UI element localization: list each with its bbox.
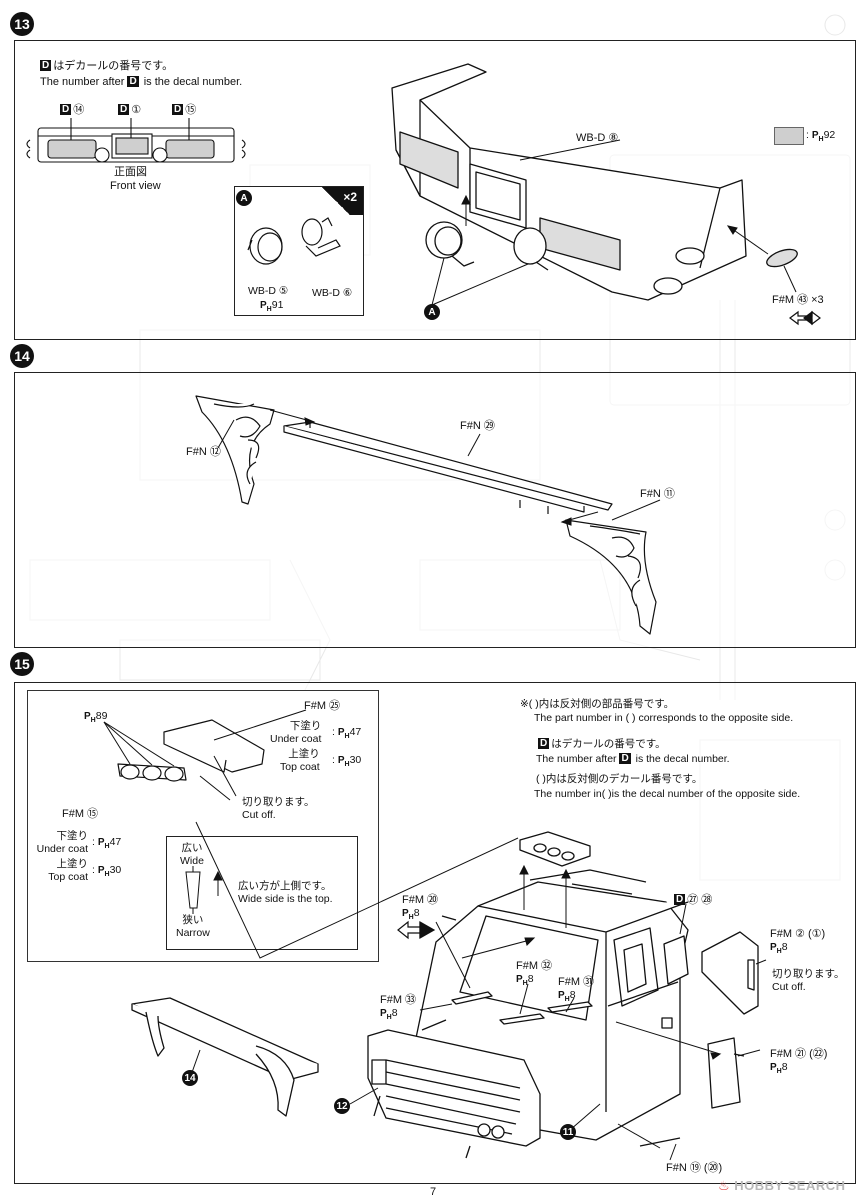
lights-part-label: F#M ⑮	[62, 808, 99, 820]
mirror-cut-off: 切り取ります。 Cut off.	[772, 968, 845, 993]
step-15-number: 15	[10, 652, 34, 676]
flame-icon: ♨	[718, 1178, 731, 1193]
ref-12-badge: 12	[334, 1098, 350, 1114]
note1-jp: ※( )内は反対側の部品番号です。	[520, 698, 675, 710]
ref-11-badge: 11	[560, 1124, 576, 1140]
wide-label: 広い Wide	[180, 842, 204, 867]
note3-en: The number in( )is the decal number of t…	[534, 788, 801, 800]
part-2-label: F#M ② (①) PH8	[770, 928, 826, 955]
visor-part-label: F#M ㉕	[304, 700, 341, 712]
decal-letter-box: D	[40, 60, 52, 71]
visor-cut-off: 切り取ります。 Cut off.	[242, 796, 315, 821]
note3-jp: ( )内は反対側のデカール番号です。	[536, 773, 703, 785]
inset-paint-left: PH91	[260, 299, 284, 313]
inset-decal-left: WB-D ⑤	[248, 285, 289, 297]
part-20-label: F#M ⑳ PH8	[402, 894, 439, 921]
step14-left-bracket-label: F#N ⑫	[186, 446, 221, 458]
part-21-label: F#M ㉑ (㉒) PH8	[770, 1048, 828, 1075]
marker-lamp-label: F#M ㊸ ×3	[772, 294, 824, 306]
bumper-decal-label: WB-D ⑧	[576, 132, 619, 144]
multiplier-badge: ×2	[309, 187, 363, 215]
part-33-label: F#M ㉝ PH8	[380, 994, 417, 1021]
lights-topcoat: 上塗り Top coat	[48, 858, 88, 883]
step13-decal-note-en: The number after D is the decal number.	[40, 76, 243, 88]
callout-a-badge: A	[424, 304, 440, 320]
watermark-logo: ♨ HOBBY SEARCH	[718, 1178, 846, 1193]
narrow-label: 狭い Narrow	[176, 914, 210, 939]
wide-top-note: 広い方が上側です。 Wide side is the top.	[238, 880, 333, 905]
ref-14-badge: 14	[182, 1070, 198, 1086]
lights-undercoat-paint: : PH47	[92, 836, 122, 850]
page-number: 7	[430, 1186, 437, 1198]
paint-swatch	[774, 127, 804, 145]
front-view-label-jp: 正面図	[114, 166, 147, 178]
inset-decal-right: WB-D ⑥	[312, 287, 353, 299]
step14-right-bracket-label: F#N ⑪	[640, 488, 675, 500]
inset-a-badge: A	[236, 190, 252, 206]
lights-topcoat-paint: : PH30	[92, 864, 122, 878]
part-19-label: F#N ⑲ (⑳)	[666, 1162, 723, 1174]
visor-topcoat: 上塗り Top coat	[280, 748, 320, 773]
step-13-number: 13	[10, 12, 34, 36]
visor-topcoat-paint: : PH30	[332, 754, 362, 768]
paint-swatch-label: : PH92	[806, 129, 836, 143]
step14-plate-label: F#N ㉙	[460, 420, 495, 432]
step-14-panel	[14, 372, 856, 648]
note2-en: The number after D is the decal number.	[536, 753, 730, 765]
step-14-number: 14	[10, 344, 34, 368]
note1-en: The part number in ( ) corresponds to th…	[534, 712, 794, 724]
visor-undercoat: 下塗り Under coat	[270, 720, 322, 745]
part-32-label: F#M ㉜ PH8	[516, 960, 553, 987]
visor-undercoat-paint: : PH47	[332, 726, 362, 740]
lights-paint-label: PH89	[84, 710, 108, 724]
part-31-label: F#M ㉛ PH8	[558, 976, 595, 1003]
front-view-label-en: Front view	[110, 180, 161, 192]
lights-undercoat: 下塗り Under coat	[36, 830, 88, 855]
